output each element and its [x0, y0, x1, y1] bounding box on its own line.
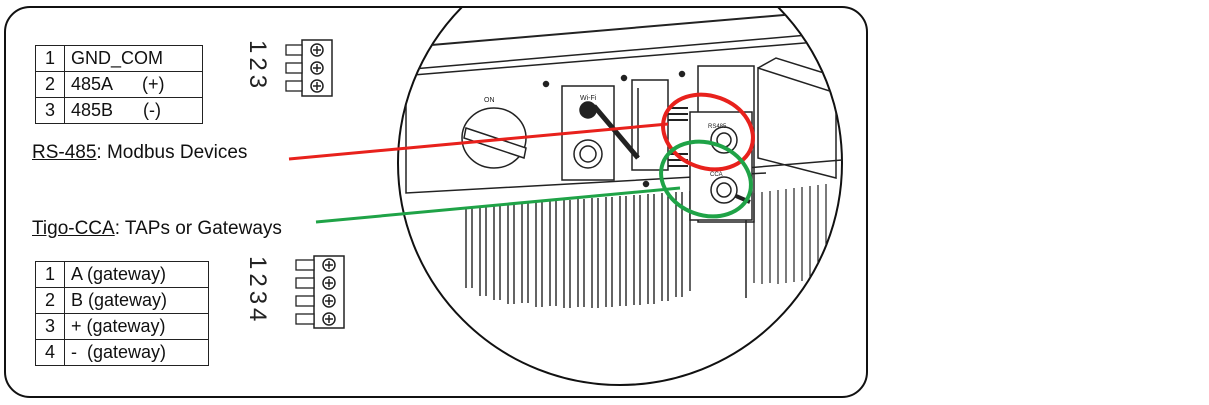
tigo-terminal-block [295, 255, 345, 329]
tigo-label: Tigo-CCA: TAPs or Gateways [32, 218, 282, 240]
rs485-label: RS-485: Modbus Devices [32, 142, 247, 164]
pin-signal: 485A (+) [64, 71, 203, 98]
tigo-label-name: Tigo-CCA [32, 218, 115, 239]
cca-callout-line [315, 186, 681, 224]
rs485-terminal-block [285, 39, 333, 97]
pin-signal: B (gateway) [64, 287, 209, 314]
diagram-frame: 1 GND_COM 2 485A (+) 3 485B (-) 1 A (gat… [4, 6, 868, 398]
rs485-callout-line [288, 122, 669, 161]
rs485-label-name: RS-485 [32, 142, 97, 163]
rs485-pinout-table: 1 GND_COM 2 485A (+) 3 485B (-) [35, 45, 203, 124]
pin-number: 1 [35, 261, 65, 288]
table-row: 3 485B (-) [35, 97, 203, 124]
pin-signal: - (gateway) [64, 339, 209, 366]
table-row: 2 485A (+) [35, 71, 203, 98]
tigo-cca-pinout-table: 1 A (gateway) 2 B (gateway) 3 + (gateway… [35, 261, 209, 366]
pin-number: 3 [35, 97, 65, 124]
table-row: 4 - (gateway) [35, 339, 209, 366]
pin-number: 1 [35, 45, 65, 72]
tigo-label-desc: : TAPs or Gateways [114, 218, 282, 239]
rs485-port-highlight [661, 92, 755, 172]
table-row: 2 B (gateway) [35, 287, 209, 314]
pin-signal: 485B (-) [64, 97, 203, 124]
on-switch-label: ON [484, 97, 495, 104]
rs485-port-label: RS485 [708, 124, 727, 130]
rs485-label-desc: : Modbus Devices [96, 142, 248, 163]
cca-port-highlight [659, 139, 753, 219]
inverter-magnified-view: ON Wi-Fi RS485 CCA [397, 8, 843, 386]
cca-port-label: CCA [710, 172, 723, 178]
inverter-illustration: ON Wi-Fi RS485 CCA [285, 8, 843, 386]
wifi-label: Wi-Fi [580, 95, 597, 102]
